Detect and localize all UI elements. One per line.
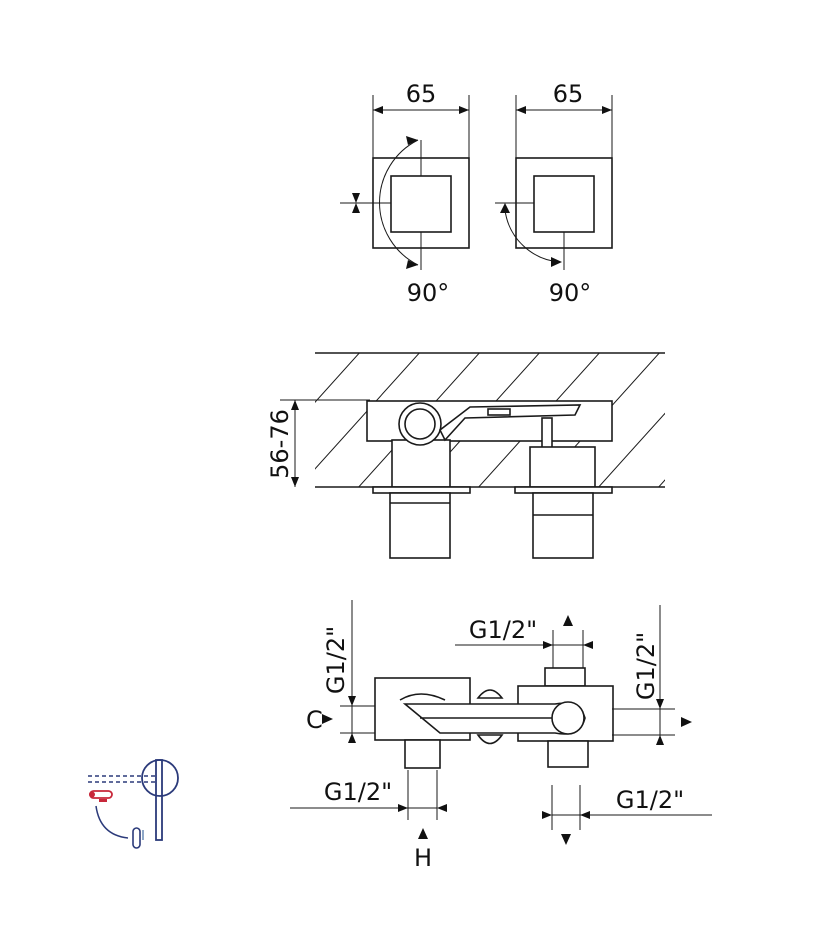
plate-right: 90° — [495, 157, 613, 307]
top-view: 65 65 90° 90° — [340, 80, 613, 307]
body-right — [402, 667, 614, 768]
dimension-g12-bottom-left: G1/2" H — [290, 770, 447, 872]
svg-text:G1/2": G1/2" — [632, 632, 660, 700]
hot-thermometer-icon — [89, 790, 113, 802]
svg-text:65: 65 — [406, 80, 437, 108]
dimension-g12-top: G1/2" — [455, 615, 593, 668]
dimension-65-right: 65 — [515, 80, 613, 158]
bottom-view: G1/2" C G1/2" G1/2" G1/2" H — [290, 600, 712, 872]
dimension-g12-bottom-right: G1/2" — [542, 785, 712, 845]
svg-text:G1/2": G1/2" — [616, 786, 684, 814]
svg-text:G1/2": G1/2" — [324, 778, 392, 806]
svg-text:C: C — [306, 706, 323, 734]
svg-text:90°: 90° — [407, 279, 450, 307]
cold-thermometer-icon — [132, 827, 144, 849]
svg-text:H: H — [414, 844, 432, 872]
plate-left: 90° — [340, 136, 470, 307]
hot-cold-lever-icon — [88, 759, 179, 849]
dimension-g12-right-vertical: G1/2" — [612, 605, 692, 745]
svg-text:G1/2": G1/2" — [469, 616, 537, 644]
svg-text:90°: 90° — [549, 279, 592, 307]
svg-text:G1/2": G1/2" — [322, 626, 350, 694]
svg-text:56-76: 56-76 — [266, 409, 294, 479]
dimension-65-left: 65 — [372, 80, 470, 158]
valve-body — [366, 400, 613, 559]
side-view: 56-76 — [266, 352, 665, 559]
svg-text:65: 65 — [553, 80, 584, 108]
dimension-56-76: 56-76 — [266, 399, 370, 487]
dimension-g12-left-vertical: G1/2" C — [306, 600, 375, 743]
